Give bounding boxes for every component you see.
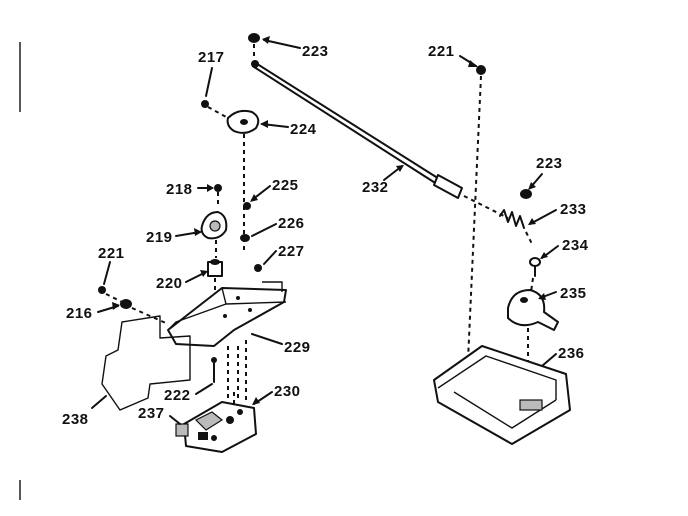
part-labels: 223 217 224 218 225 226 219 227 221 220 … — [62, 43, 589, 428]
screw-217 — [201, 100, 229, 119]
part-226 — [240, 234, 250, 242]
label-238: 238 — [62, 411, 89, 428]
base-plate-236 — [433, 345, 571, 445]
switch-assembly-230 — [183, 390, 257, 453]
label-226: 226 — [278, 215, 305, 232]
screw-221-left — [98, 286, 123, 303]
spring-233 — [499, 209, 533, 245]
part-219 — [200, 211, 228, 258]
label-216: 216 — [66, 305, 93, 322]
label-237: 237 — [138, 405, 165, 422]
label-217: 217 — [198, 49, 225, 66]
label-229: 229 — [284, 339, 311, 356]
part-216 — [120, 299, 169, 325]
label-235: 235 — [560, 285, 587, 302]
screw-218 — [214, 184, 222, 208]
part-225 — [243, 202, 251, 210]
bracket-229 — [167, 281, 287, 402]
label-223-right: 223 — [536, 155, 563, 172]
label-224: 224 — [290, 121, 317, 138]
label-221-left: 221 — [98, 245, 125, 262]
label-233: 233 — [560, 201, 587, 218]
screw-222 — [211, 357, 217, 383]
label-218: 218 — [166, 181, 193, 198]
label-225: 225 — [272, 177, 299, 194]
cap-223-right — [520, 189, 532, 199]
label-230: 230 — [274, 383, 301, 400]
gasket-238 — [101, 315, 191, 411]
label-234: 234 — [562, 237, 589, 254]
label-232: 232 — [362, 179, 389, 196]
switch-part-237 — [175, 423, 189, 437]
cap-223-top — [248, 33, 260, 58]
label-219: 219 — [146, 229, 173, 246]
part-220 — [207, 259, 223, 296]
label-222: 222 — [164, 387, 191, 404]
label-220: 220 — [156, 275, 183, 292]
label-221-right: 221 — [428, 43, 455, 60]
part-224 — [226, 109, 260, 250]
pin-234 — [529, 257, 541, 293]
screw-221-right — [467, 65, 486, 361]
label-227: 227 — [278, 243, 305, 260]
label-223-top: 223 — [302, 43, 329, 60]
part-227 — [254, 264, 262, 272]
label-236: 236 — [558, 345, 585, 362]
leader-lines — [91, 36, 559, 425]
